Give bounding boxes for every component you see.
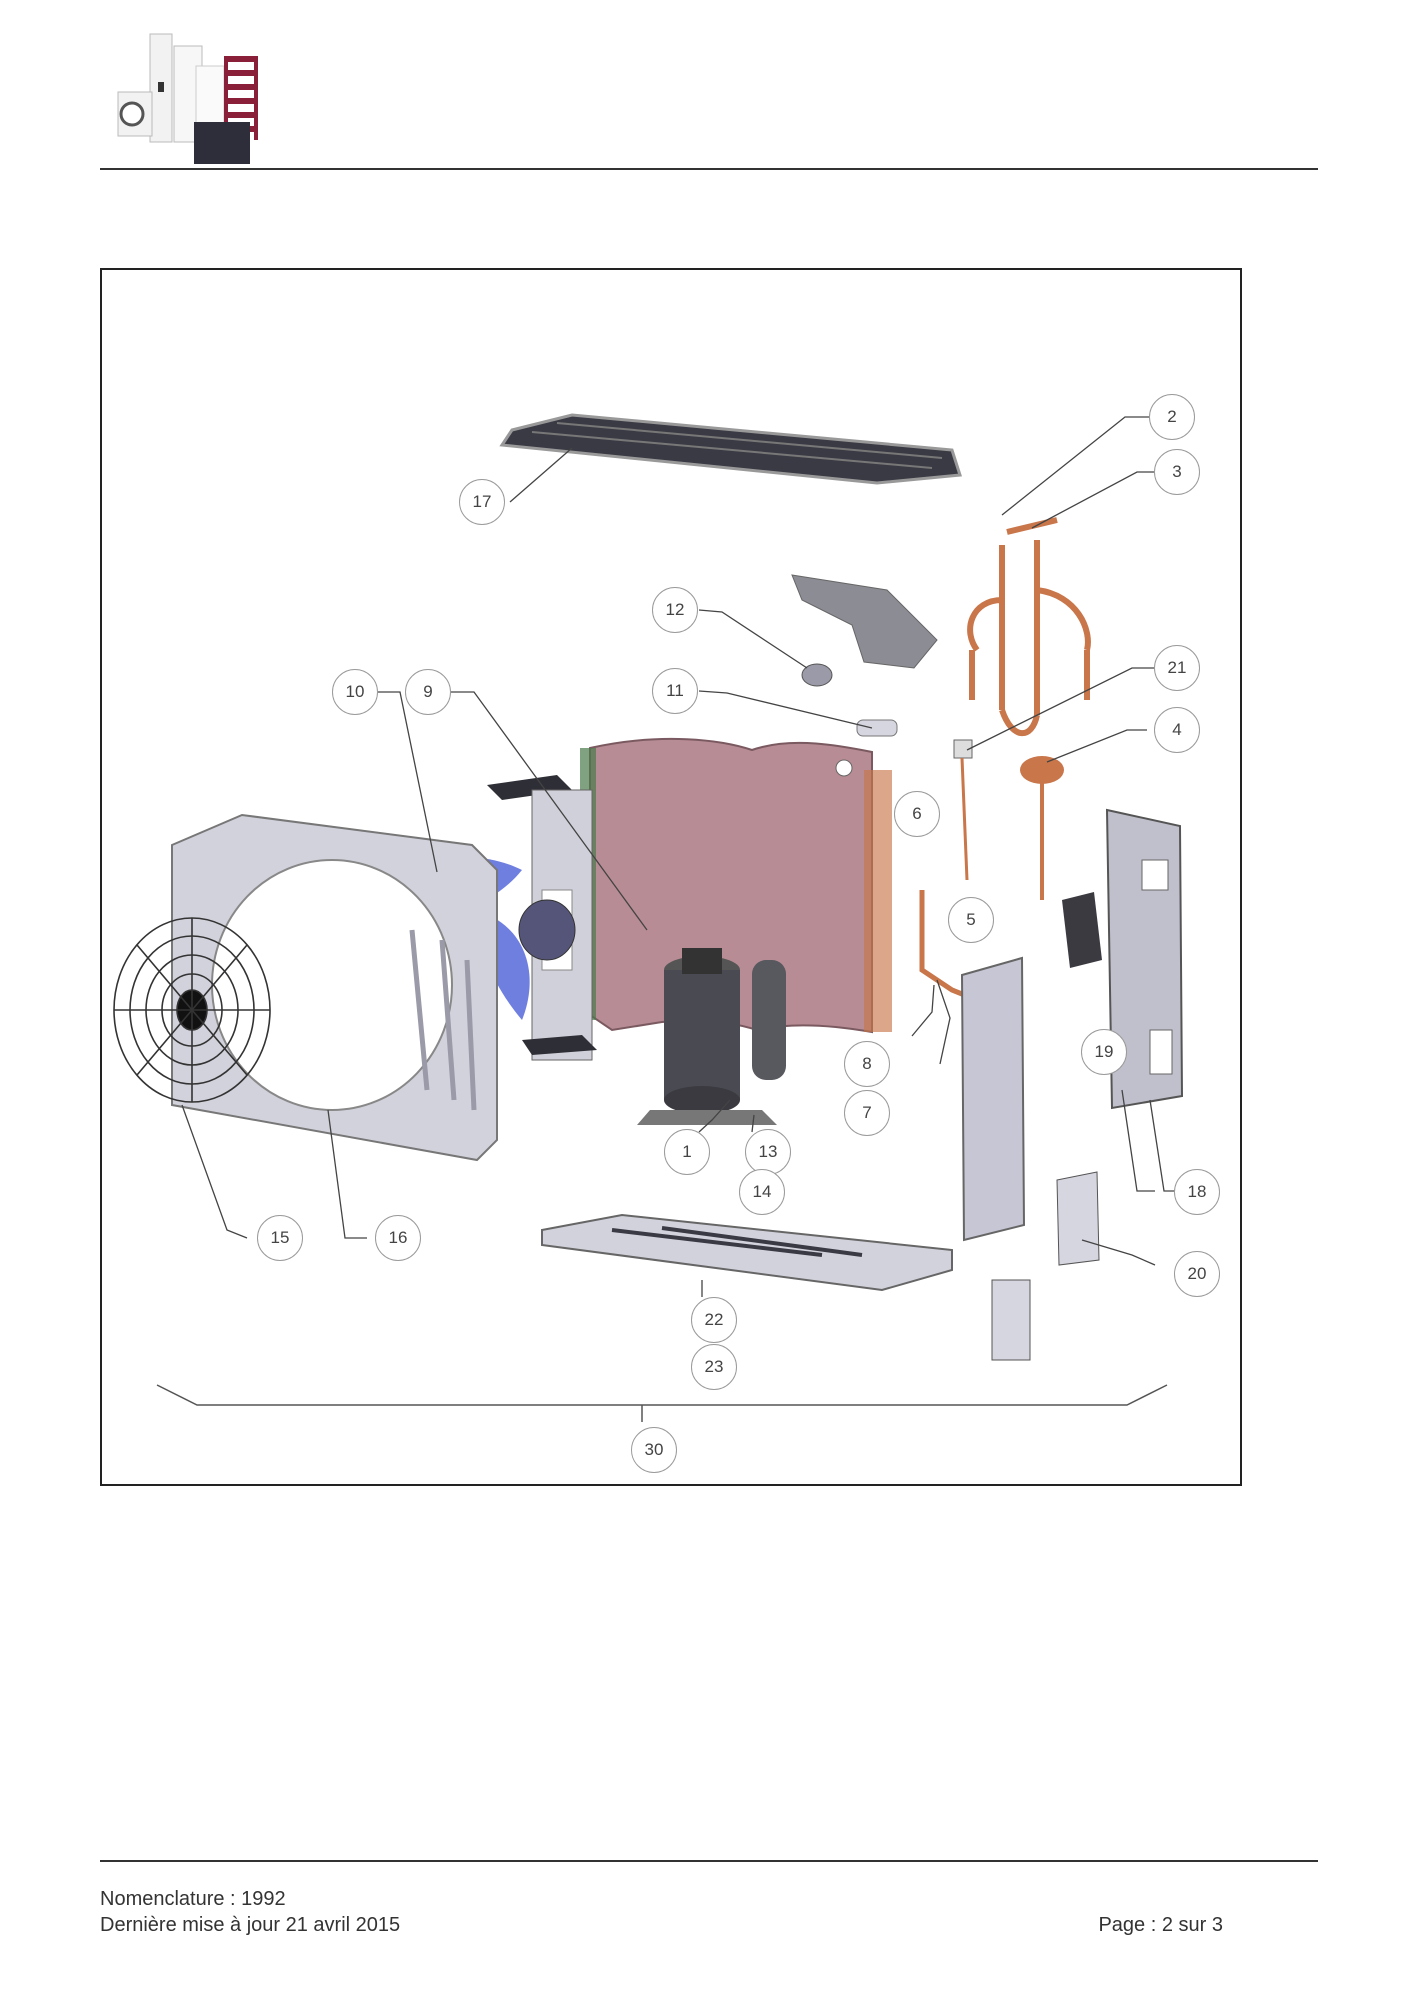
- callout-8: 8: [844, 1041, 890, 1087]
- callout-16: 16: [375, 1215, 421, 1261]
- electrical-box: [1062, 892, 1102, 968]
- callout-5: 5: [948, 897, 994, 943]
- fan-motor-support: [791, 574, 938, 687]
- terminal-block: [991, 1279, 1031, 1361]
- leader-lines: [181, 416, 1175, 1297]
- fan-grille: [113, 917, 271, 1103]
- front-panel: [171, 813, 498, 1162]
- product-range-logo: [112, 30, 282, 170]
- refrigerant-pipework: [967, 517, 1091, 737]
- callout-18: 18: [1174, 1169, 1220, 1215]
- compressor: [637, 948, 786, 1125]
- exploded-view-diagram: 17 2 3 12 11 10 9 21 4 6 5 19 8 7 1 13 1…: [100, 268, 1242, 1486]
- small-component: [856, 719, 898, 737]
- callout-11: 11: [652, 668, 698, 714]
- callout-22: 22: [691, 1297, 737, 1343]
- callout-9: 9: [405, 669, 451, 715]
- callout-30: 30: [631, 1427, 677, 1473]
- callout-4: 4: [1154, 707, 1200, 753]
- exploded-view-drawing: [113, 413, 1184, 1422]
- callout-15: 15: [257, 1215, 303, 1261]
- callout-17: 17: [459, 479, 505, 525]
- assembly-bracket: [156, 1384, 1168, 1406]
- callout-10: 10: [332, 669, 378, 715]
- callout-20: 20: [1174, 1251, 1220, 1297]
- footer-rule: [100, 1860, 1318, 1862]
- footer-page-number: Page : 2 sur 3: [1098, 1914, 1223, 1936]
- callout-12: 12: [652, 587, 698, 633]
- footer-nomenclature: Nomenclature : 1992: [100, 1888, 286, 1910]
- callout-7: 7: [844, 1090, 890, 1136]
- callout-19: 19: [1081, 1029, 1127, 1075]
- valve-parts: [919, 739, 1064, 1003]
- callout-21: 21: [1154, 645, 1200, 691]
- callout-1: 1: [664, 1129, 710, 1175]
- callout-14: 14: [739, 1169, 785, 1215]
- base-tray: [541, 1213, 953, 1292]
- side-panel: [960, 808, 1184, 1242]
- callout-3: 3: [1154, 449, 1200, 495]
- callout-2: 2: [1149, 394, 1195, 440]
- callout-23: 23: [691, 1344, 737, 1390]
- footer-last-update: Dernière mise à jour 21 avril 2015: [100, 1914, 401, 1936]
- callout-13: 13: [745, 1129, 791, 1175]
- top-cover: [499, 413, 962, 485]
- callout-6: 6: [894, 791, 940, 837]
- header-rule: [100, 168, 1318, 170]
- terminal-cover: [1056, 1171, 1100, 1266]
